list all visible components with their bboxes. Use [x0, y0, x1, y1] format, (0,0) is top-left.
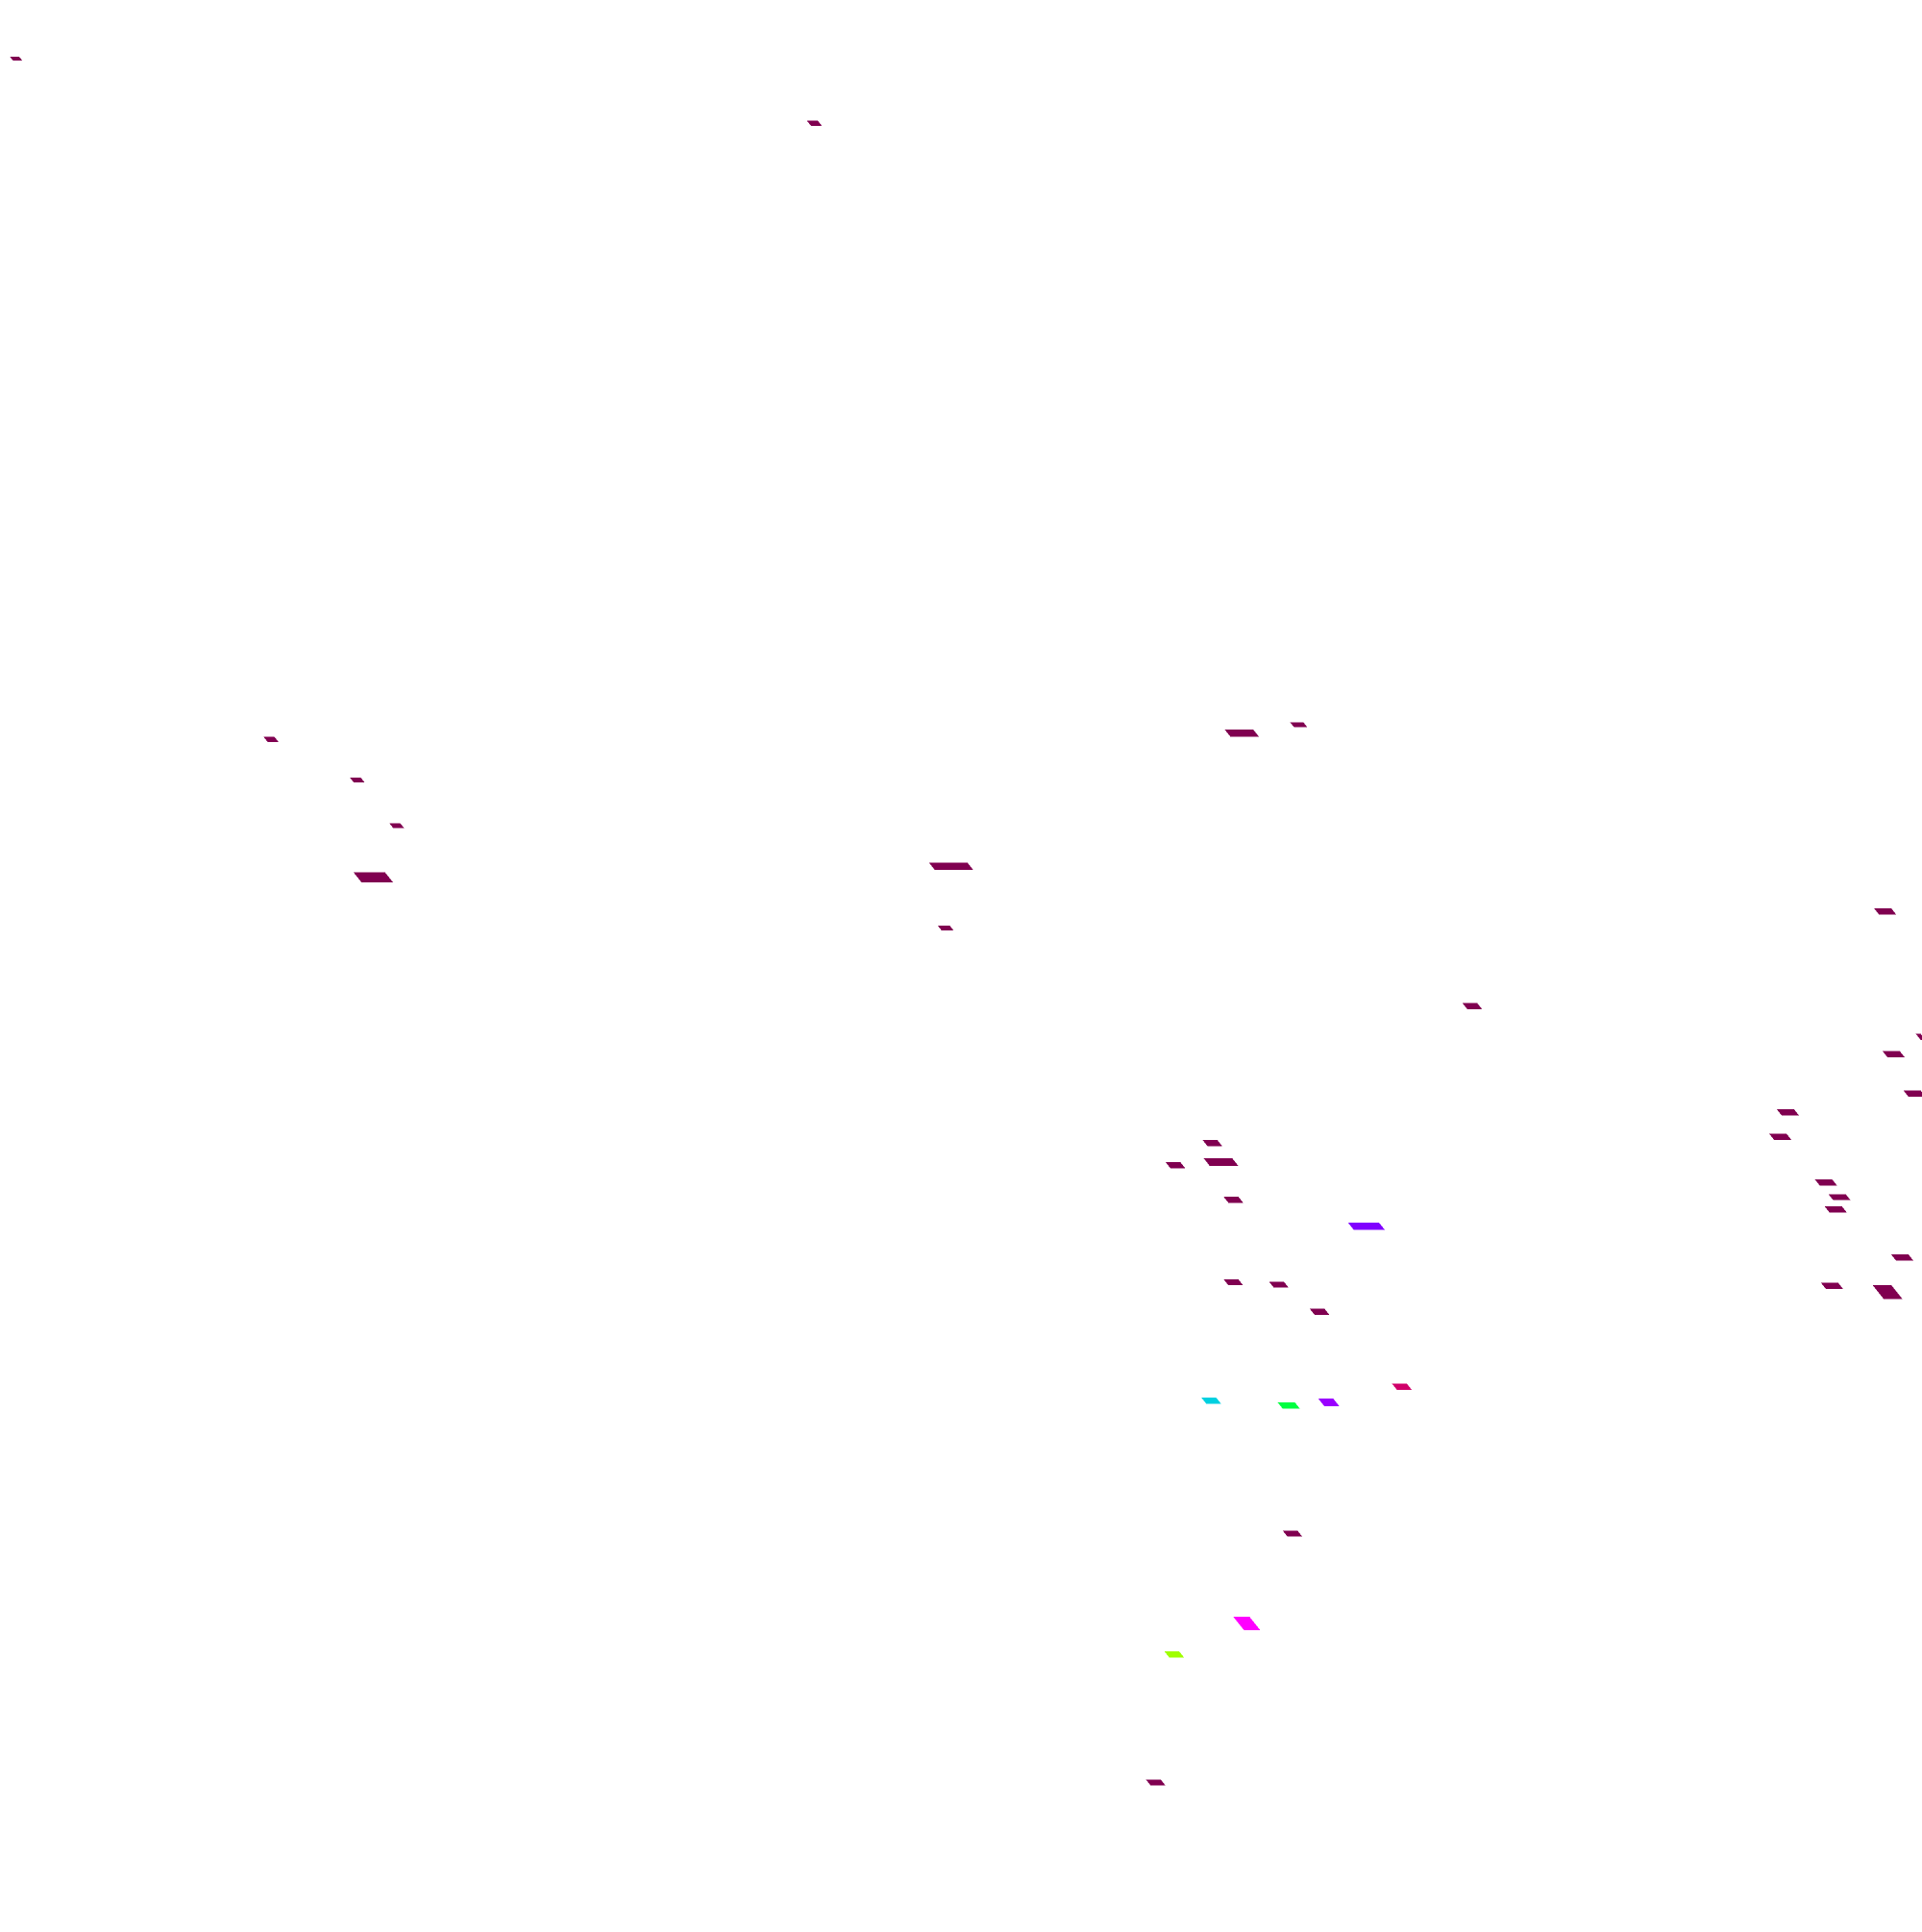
- map-marker-default[interactable]: [1223, 1278, 1244, 1286]
- map-marker-green[interactable]: [1277, 1401, 1300, 1409]
- map-marker-default[interactable]: [1828, 1194, 1851, 1201]
- map-marker-default[interactable]: [1903, 1090, 1922, 1098]
- map-marker-default[interactable]: [389, 823, 405, 829]
- map-marker-default[interactable]: [1269, 1281, 1290, 1288]
- map-marker-lime[interactable]: [1164, 1650, 1185, 1658]
- map-marker-default[interactable]: [350, 777, 365, 783]
- map-marker-default[interactable]: [1223, 1196, 1244, 1203]
- map-marker-default[interactable]: [1915, 1033, 1922, 1041]
- map-marker-default[interactable]: [806, 120, 823, 126]
- map-marker-default[interactable]: [1462, 1003, 1483, 1009]
- map-marker-default[interactable]: [1203, 1158, 1239, 1166]
- map-marker-default[interactable]: [937, 925, 954, 930]
- map-marker-default[interactable]: [1872, 1285, 1903, 1300]
- map-marker-pink[interactable]: [1392, 1383, 1413, 1391]
- map-marker-default[interactable]: [1146, 1779, 1166, 1786]
- map-marker-cyan[interactable]: [1201, 1397, 1221, 1404]
- map-marker-default[interactable]: [1224, 729, 1260, 737]
- map-marker-default[interactable]: [1776, 1108, 1799, 1116]
- map-marker-default[interactable]: [353, 872, 393, 882]
- map-marker-default[interactable]: [1882, 1051, 1906, 1057]
- map-marker-default[interactable]: [1165, 1161, 1186, 1169]
- map-marker-purple[interactable]: [1318, 1399, 1340, 1406]
- map-marker-default[interactable]: [1890, 1254, 1914, 1261]
- map-marker-default[interactable]: [10, 56, 23, 61]
- map-marker-default[interactable]: [1814, 1178, 1837, 1186]
- map-marker-default[interactable]: [1874, 907, 1897, 915]
- map-marker-default[interactable]: [1290, 722, 1308, 728]
- map-marker-violet[interactable]: [1347, 1222, 1386, 1230]
- map-marker-default[interactable]: [928, 862, 973, 871]
- map-marker-default[interactable]: [1769, 1133, 1792, 1140]
- map-marker-default[interactable]: [1282, 1530, 1303, 1537]
- map-marker-default[interactable]: [1820, 1282, 1843, 1290]
- map-marker-default[interactable]: [1824, 1206, 1847, 1213]
- map-marker-magenta[interactable]: [1233, 1617, 1261, 1631]
- map-marker-default[interactable]: [1202, 1139, 1222, 1147]
- map-marker-default[interactable]: [1309, 1308, 1330, 1315]
- marker-layer: [10, 56, 1922, 1786]
- map-marker-default[interactable]: [263, 736, 279, 742]
